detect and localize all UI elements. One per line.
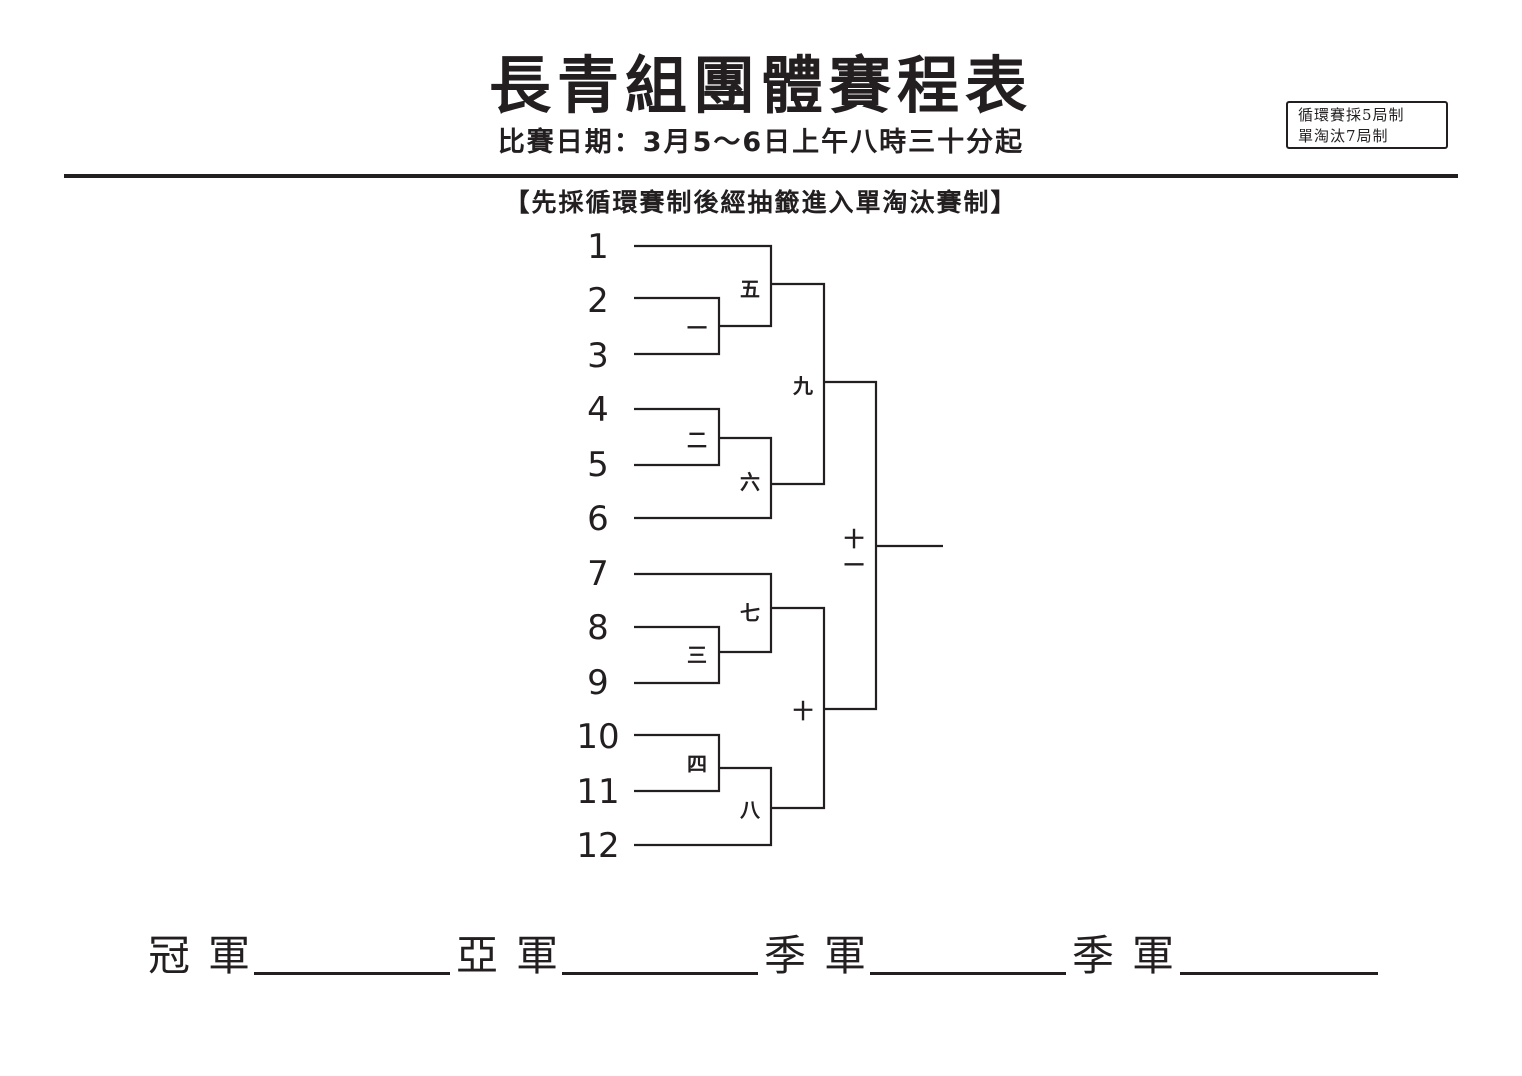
match-label-7: 七 — [740, 601, 760, 625]
runner-up-blank[interactable] — [562, 972, 758, 975]
match-label-6: 六 — [740, 470, 760, 494]
seed-7: 7 — [587, 554, 609, 594]
round-robin-format: 循環賽採5局制 — [1298, 106, 1405, 124]
format-box: 循環賽採5局制 單淘汰7局制 — [1286, 101, 1448, 149]
champion-blank[interactable] — [254, 972, 450, 975]
bracket-line-match-8 — [634, 766, 773, 847]
match-label-11-bottom: 一 — [844, 553, 864, 577]
bracket-line-match-3 — [634, 625, 721, 685]
bracket-line-match-5 — [634, 244, 773, 328]
match-label-9: 九 — [792, 374, 813, 398]
match-label-5: 五 — [740, 277, 760, 301]
seed-4: 4 — [587, 390, 609, 430]
runner-up-label: 亞軍 — [456, 931, 577, 980]
match-label-2: 二 — [687, 428, 707, 452]
page-title: 長青組團體賽程表 — [488, 49, 1033, 122]
seed-10: 10 — [576, 717, 619, 757]
third-place-blank-2[interactable] — [1180, 972, 1378, 975]
system-note: 【先採循環賽制後經抽籤進入單淘汰賽制】 — [504, 188, 1018, 217]
match-label-11-top: 十 — [844, 527, 864, 551]
bracket-line-match-4 — [634, 733, 721, 793]
seed-3: 3 — [587, 336, 609, 376]
third-place-blank-1[interactable] — [870, 972, 1066, 975]
seed-12: 12 — [576, 826, 619, 866]
bracket-line-match-6 — [634, 436, 773, 520]
seed-8: 8 — [587, 608, 609, 648]
seed-9: 9 — [587, 663, 609, 703]
header-divider — [64, 174, 1458, 178]
third-place-label-2: 季軍 — [1072, 931, 1193, 980]
seed-1: 1 — [587, 227, 609, 267]
bracket-line-match-7 — [634, 572, 773, 654]
seed-2: 2 — [587, 281, 609, 321]
seed-6: 6 — [587, 499, 609, 539]
bracket-line-match-9 — [771, 282, 826, 486]
winners-row: 冠軍 亞軍 季軍 季軍 — [148, 926, 1388, 986]
match-label-3: 三 — [687, 643, 707, 667]
third-place-label-1: 季軍 — [764, 931, 885, 980]
seed-5: 5 — [587, 445, 609, 485]
champion-label: 冠軍 — [148, 931, 269, 980]
tournament-bracket: 1 2 3 4 5 6 7 8 9 10 11 12 一 二 三 四 五 六 七… — [576, 227, 943, 866]
match-label-1: 一 — [687, 316, 707, 340]
seed-11: 11 — [576, 772, 619, 812]
match-date: 比賽日期：3月5～6日上午八時三十分起 — [497, 127, 1025, 158]
knockout-format: 單淘汰7局制 — [1298, 127, 1389, 145]
match-label-10: 十 — [793, 699, 813, 723]
match-label-8: 八 — [740, 798, 761, 822]
match-label-4: 四 — [687, 752, 707, 776]
